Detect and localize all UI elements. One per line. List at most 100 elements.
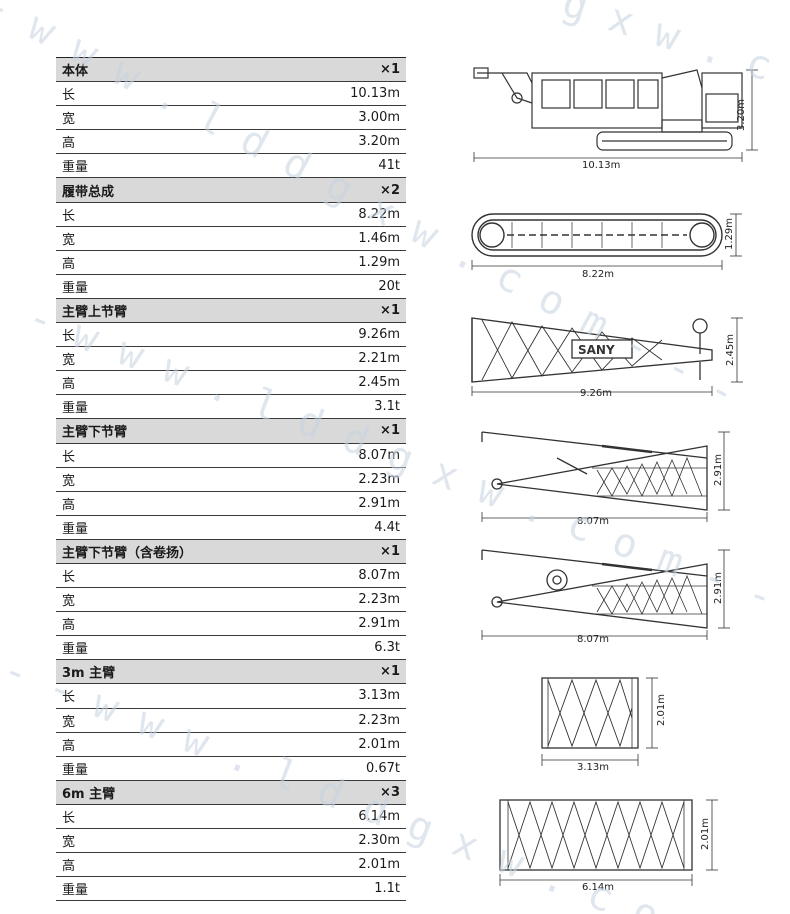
spec-label: 长	[56, 804, 300, 830]
drawing-6m-boom: 6.14m 2.01m	[499, 799, 718, 893]
spec-value: 2.21m	[299, 346, 406, 372]
drawing-6-height: 2.01m	[656, 694, 667, 726]
section-header: 履带总成×2	[56, 177, 406, 203]
spec-label: 重量	[56, 274, 300, 299]
drawing-lower-boom-winch: 8.07m 2.91m	[481, 549, 730, 645]
spec-label: 宽	[56, 346, 300, 372]
spec-value: 2.01m	[299, 732, 406, 757]
spec-label: 长	[56, 202, 300, 227]
spec-label: 宽	[56, 828, 300, 854]
spec-value: 2.45m	[299, 370, 406, 396]
drawing-crawler: 8.22m 1.29m	[471, 213, 742, 280]
spec-value: 1.46m	[299, 226, 406, 251]
spec-value: 2.01m	[299, 852, 406, 878]
spec-value: 2.91m	[299, 611, 406, 637]
spec-label: 重量	[56, 756, 300, 781]
spec-label: 宽	[56, 105, 300, 131]
spec-label: 宽	[56, 226, 300, 251]
section-header: 3m 主臂×1	[56, 659, 406, 685]
drawing-7-height: 2.01m	[700, 818, 711, 850]
spec-label: 高	[56, 370, 300, 396]
spec-label: 宽	[56, 587, 300, 613]
spec-value: 2.23m	[299, 587, 406, 613]
section-qty: ×1	[299, 56, 406, 83]
spec-label: 高	[56, 491, 300, 516]
spec-label: 高	[56, 129, 300, 155]
spec-label: 长	[56, 443, 300, 468]
spec-label: 长	[56, 322, 300, 348]
section-name: 本体	[56, 56, 300, 83]
spec-value: 3.1t	[299, 394, 406, 420]
spec-label: 长	[56, 563, 300, 589]
spec-value: 8.07m	[299, 563, 406, 589]
spec-value: 4.4t	[299, 515, 406, 540]
section-header: 本体×1	[56, 56, 406, 83]
drawing-upper-boom: SANY 9.26m 2.45m	[471, 317, 743, 399]
section-qty: ×1	[299, 538, 406, 564]
section-name: 履带总成	[56, 177, 300, 203]
section-name: 主臂下节臂（含卷扬）	[56, 538, 300, 564]
spec-value: 1.29m	[299, 250, 406, 275]
spec-label: 重量	[56, 876, 300, 902]
section-qty: ×1	[299, 418, 406, 444]
spec-value: 2.23m	[299, 708, 406, 733]
drawing-2-height: 1.29m	[724, 218, 735, 250]
spec-value: 3.00m	[299, 105, 406, 131]
section-name: 主臂上节臂	[56, 297, 300, 324]
spec-label: 重量	[56, 635, 300, 661]
drawing-1-length: 10.13m	[582, 160, 620, 171]
spec-label: 长	[56, 683, 300, 709]
drawing-4-height: 2.91m	[713, 454, 724, 486]
section-header: 主臂上节臂×1	[56, 297, 406, 324]
spec-value: 1.1t	[299, 876, 406, 902]
drawing-2-length: 8.22m	[582, 269, 614, 280]
spec-value: 2.30m	[299, 828, 406, 854]
spec-value: 6.14m	[299, 804, 406, 830]
spec-label: 高	[56, 852, 300, 878]
section-qty: ×1	[299, 659, 406, 685]
drawing-1-height: 3.20m	[736, 99, 747, 131]
spec-value: 8.07m	[299, 443, 406, 468]
drawing-crane-body: 10.13m 3.20m	[473, 67, 758, 171]
section-header: 6m 主臂×3	[56, 779, 406, 805]
spec-value: 3.20m	[299, 129, 406, 155]
spec-value: 8.22m	[299, 202, 406, 227]
drawing-3-length: 9.26m	[580, 388, 612, 399]
spec-label: 高	[56, 250, 300, 275]
spec-label: 重量	[56, 394, 300, 420]
spec-value: 10.13m	[299, 81, 406, 107]
spec-value: 0.67t	[299, 756, 406, 781]
drawing-5-length: 8.07m	[577, 634, 609, 645]
spec-value: 2.91m	[299, 491, 406, 516]
section-qty: ×1	[299, 297, 406, 324]
spec-value: 2.23m	[299, 467, 406, 492]
section-name: 主臂下节臂	[56, 418, 300, 444]
section-qty: ×3	[299, 779, 406, 805]
spec-label: 重量	[56, 515, 300, 540]
spec-value: 6.3t	[299, 635, 406, 661]
spec-value: 3.13m	[299, 683, 406, 709]
section-header: 主臂下节臂×1	[56, 418, 406, 444]
